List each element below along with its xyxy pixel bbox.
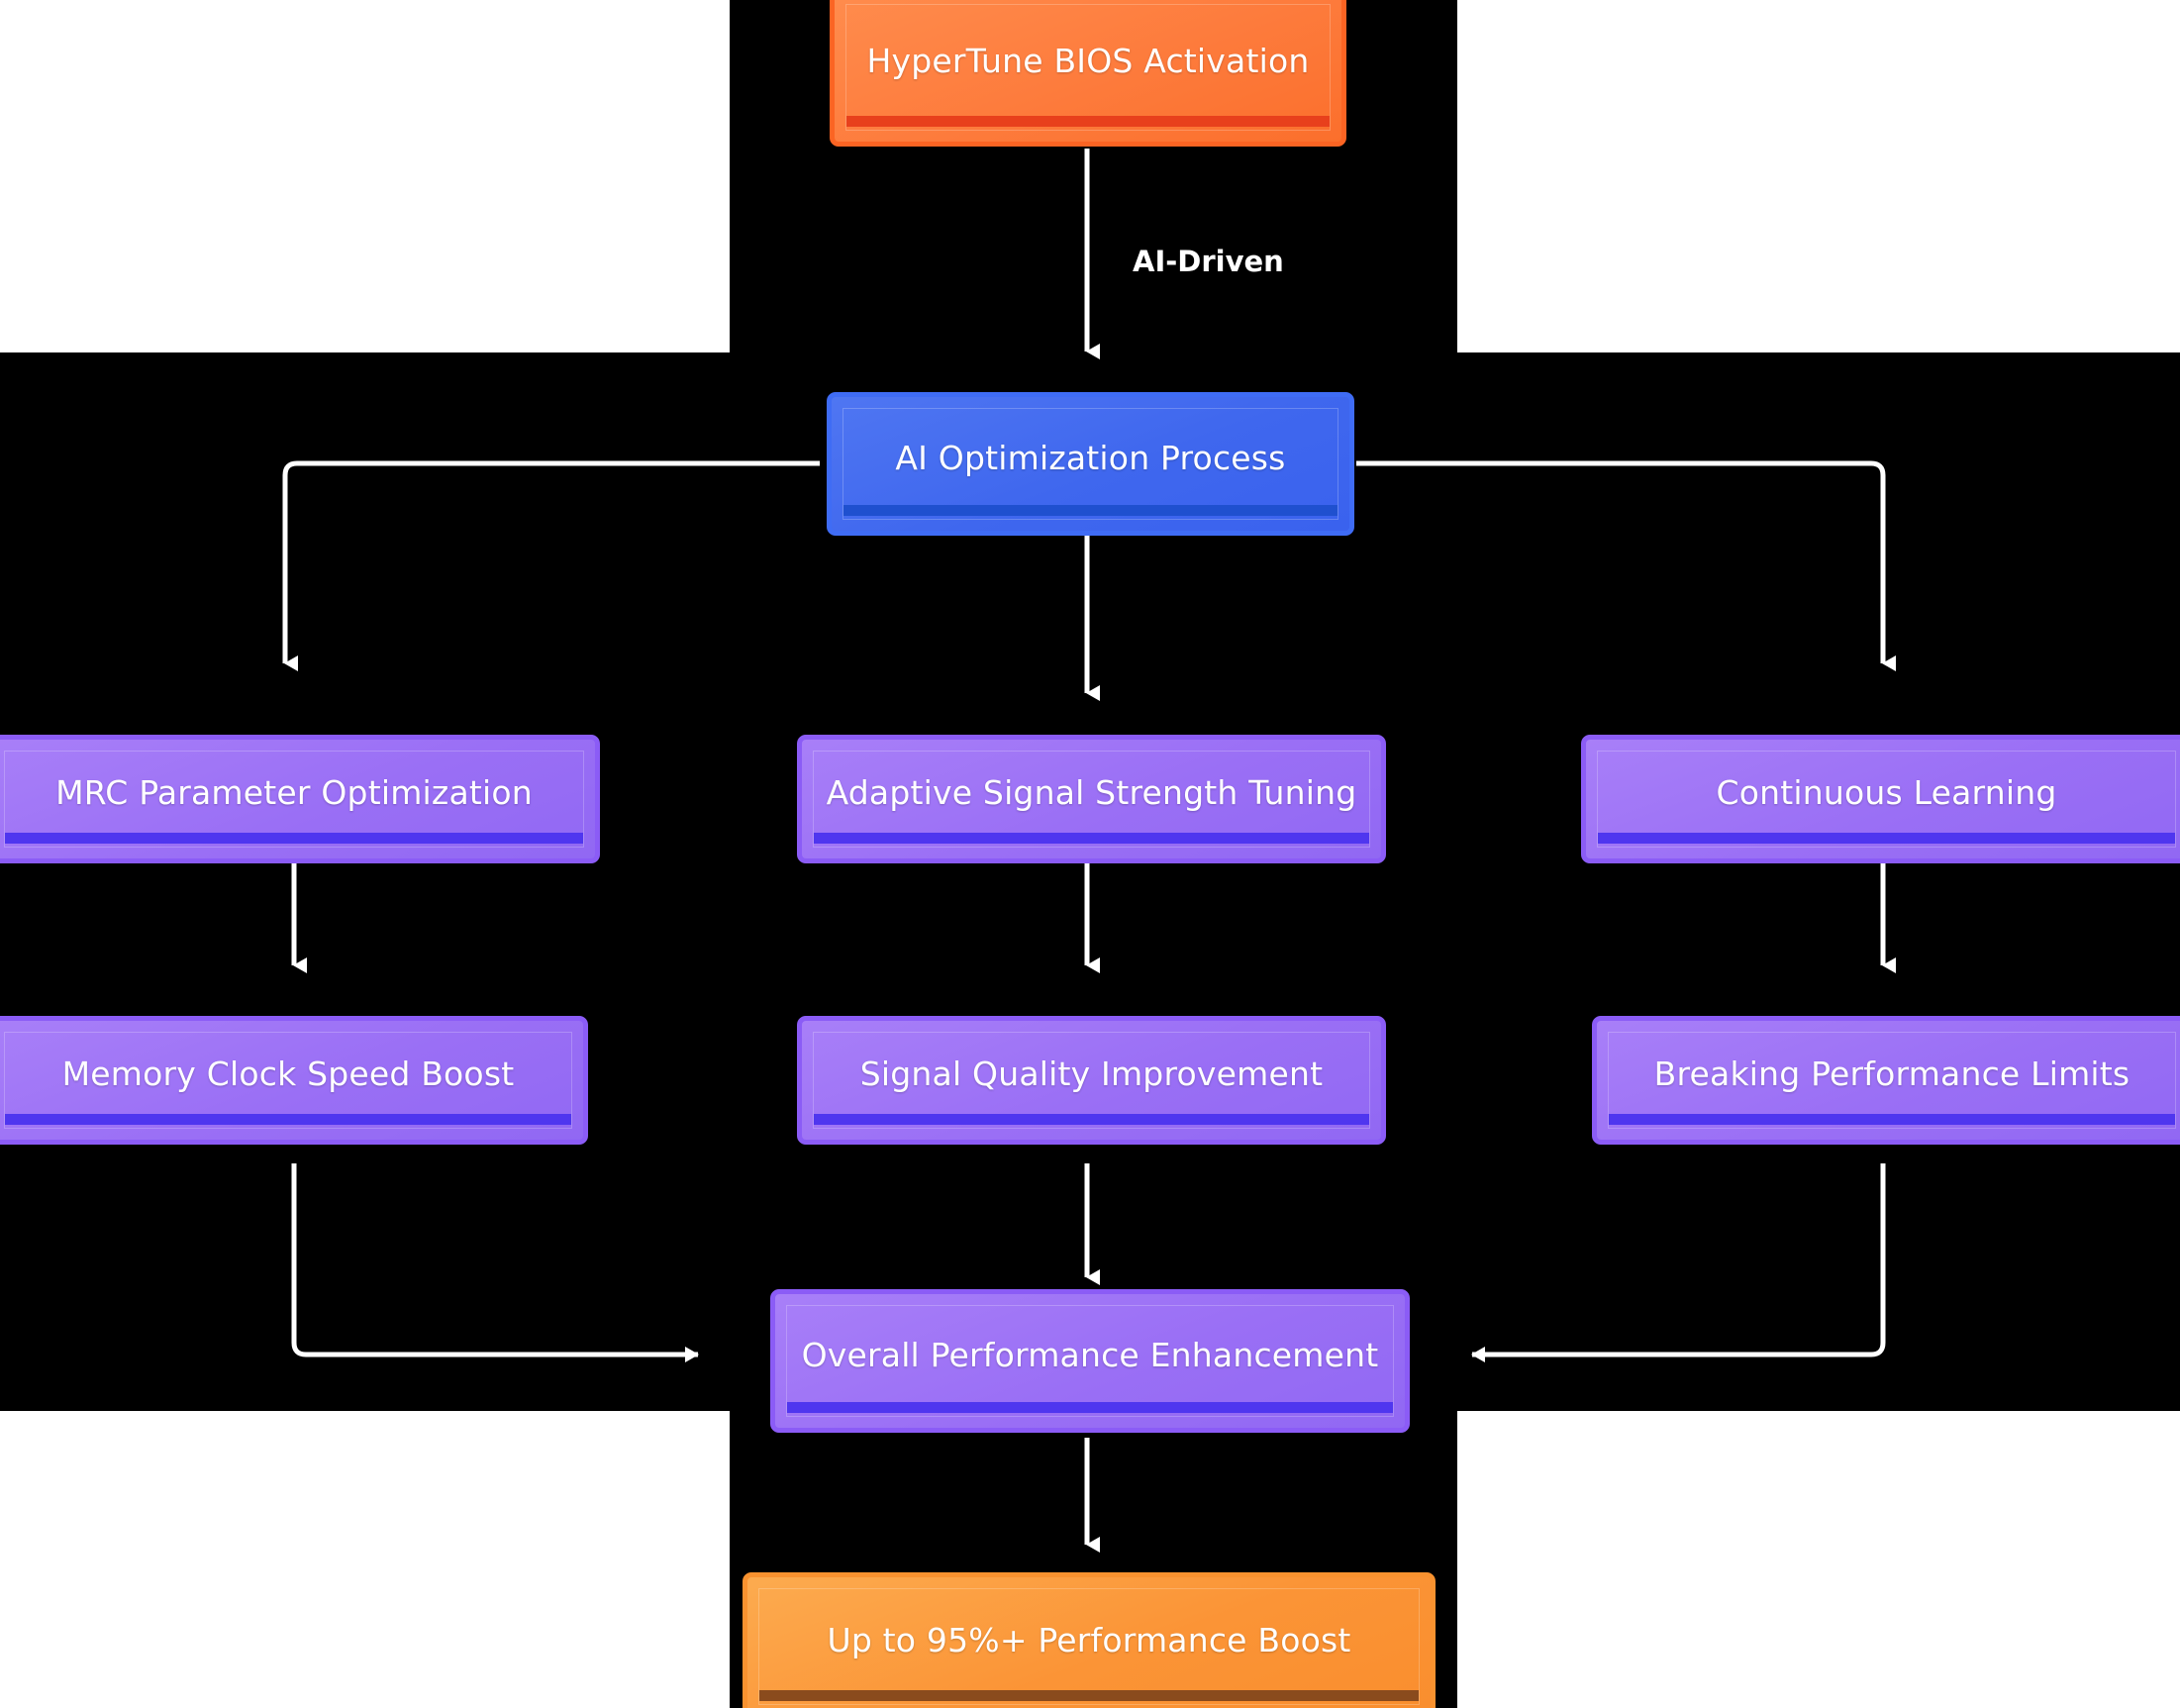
node-label: Breaking Performance Limits [1653, 1055, 2130, 1094]
node-inner: Memory Clock Speed Boost [4, 1032, 572, 1129]
node-inner: MRC Parameter Optimization [4, 751, 584, 848]
node-accent-bar [787, 1402, 1393, 1413]
node-accent-bar [1609, 1114, 2175, 1125]
node-inner: Breaking Performance Limits [1608, 1032, 2176, 1129]
node-adaptive-signal-strength-tuning[interactable]: Adaptive Signal Strength Tuning [797, 735, 1386, 863]
node-inner: HyperTune BIOS Activation [845, 4, 1331, 131]
node-label: Adaptive Signal Strength Tuning [826, 773, 1357, 813]
node-inner: Signal Quality Improvement [813, 1032, 1370, 1129]
edge-label-ai-driven: AI-Driven [1133, 245, 1284, 278]
node-inner: AI Optimization Process [842, 408, 1338, 520]
node-accent-bar [846, 116, 1330, 127]
node-label: Up to 95%+ Performance Boost [827, 1621, 1351, 1660]
node-up-to-95-percent-performance-boost[interactable]: Up to 95%+ Performance Boost [743, 1572, 1436, 1708]
node-inner: Continuous Learning [1597, 751, 2176, 848]
node-label: Overall Performance Enhancement [801, 1335, 1379, 1374]
node-ai-optimization-process[interactable]: AI Optimization Process [827, 392, 1354, 536]
node-accent-bar [814, 1114, 1369, 1125]
node-accent-bar [814, 833, 1369, 844]
node-continuous-learning[interactable]: Continuous Learning [1581, 735, 2180, 863]
node-mrc-parameter-optimization[interactable]: MRC Parameter Optimization [0, 735, 600, 863]
node-label: HyperTune BIOS Activation [866, 42, 1310, 81]
node-hypertune-bios-activation[interactable]: HyperTune BIOS Activation [830, 0, 1346, 147]
node-breaking-performance-limits[interactable]: Breaking Performance Limits [1592, 1016, 2180, 1145]
node-label: Continuous Learning [1716, 773, 2057, 813]
node-inner: Up to 95%+ Performance Boost [758, 1588, 1420, 1705]
node-accent-bar [759, 1690, 1419, 1701]
node-inner: Overall Performance Enhancement [786, 1305, 1394, 1417]
node-inner: Adaptive Signal Strength Tuning [813, 751, 1370, 848]
node-label: Signal Quality Improvement [859, 1055, 1324, 1094]
node-overall-performance-enhancement[interactable]: Overall Performance Enhancement [770, 1289, 1410, 1433]
node-label: AI Optimization Process [895, 438, 1286, 477]
node-signal-quality-improvement[interactable]: Signal Quality Improvement [797, 1016, 1386, 1145]
node-accent-bar [1598, 833, 2175, 844]
node-label: Memory Clock Speed Boost [61, 1055, 515, 1094]
node-memory-clock-speed-boost[interactable]: Memory Clock Speed Boost [0, 1016, 588, 1145]
node-accent-bar [843, 505, 1338, 516]
node-accent-bar [5, 833, 583, 844]
node-label: MRC Parameter Optimization [55, 773, 533, 813]
node-accent-bar [5, 1114, 571, 1125]
